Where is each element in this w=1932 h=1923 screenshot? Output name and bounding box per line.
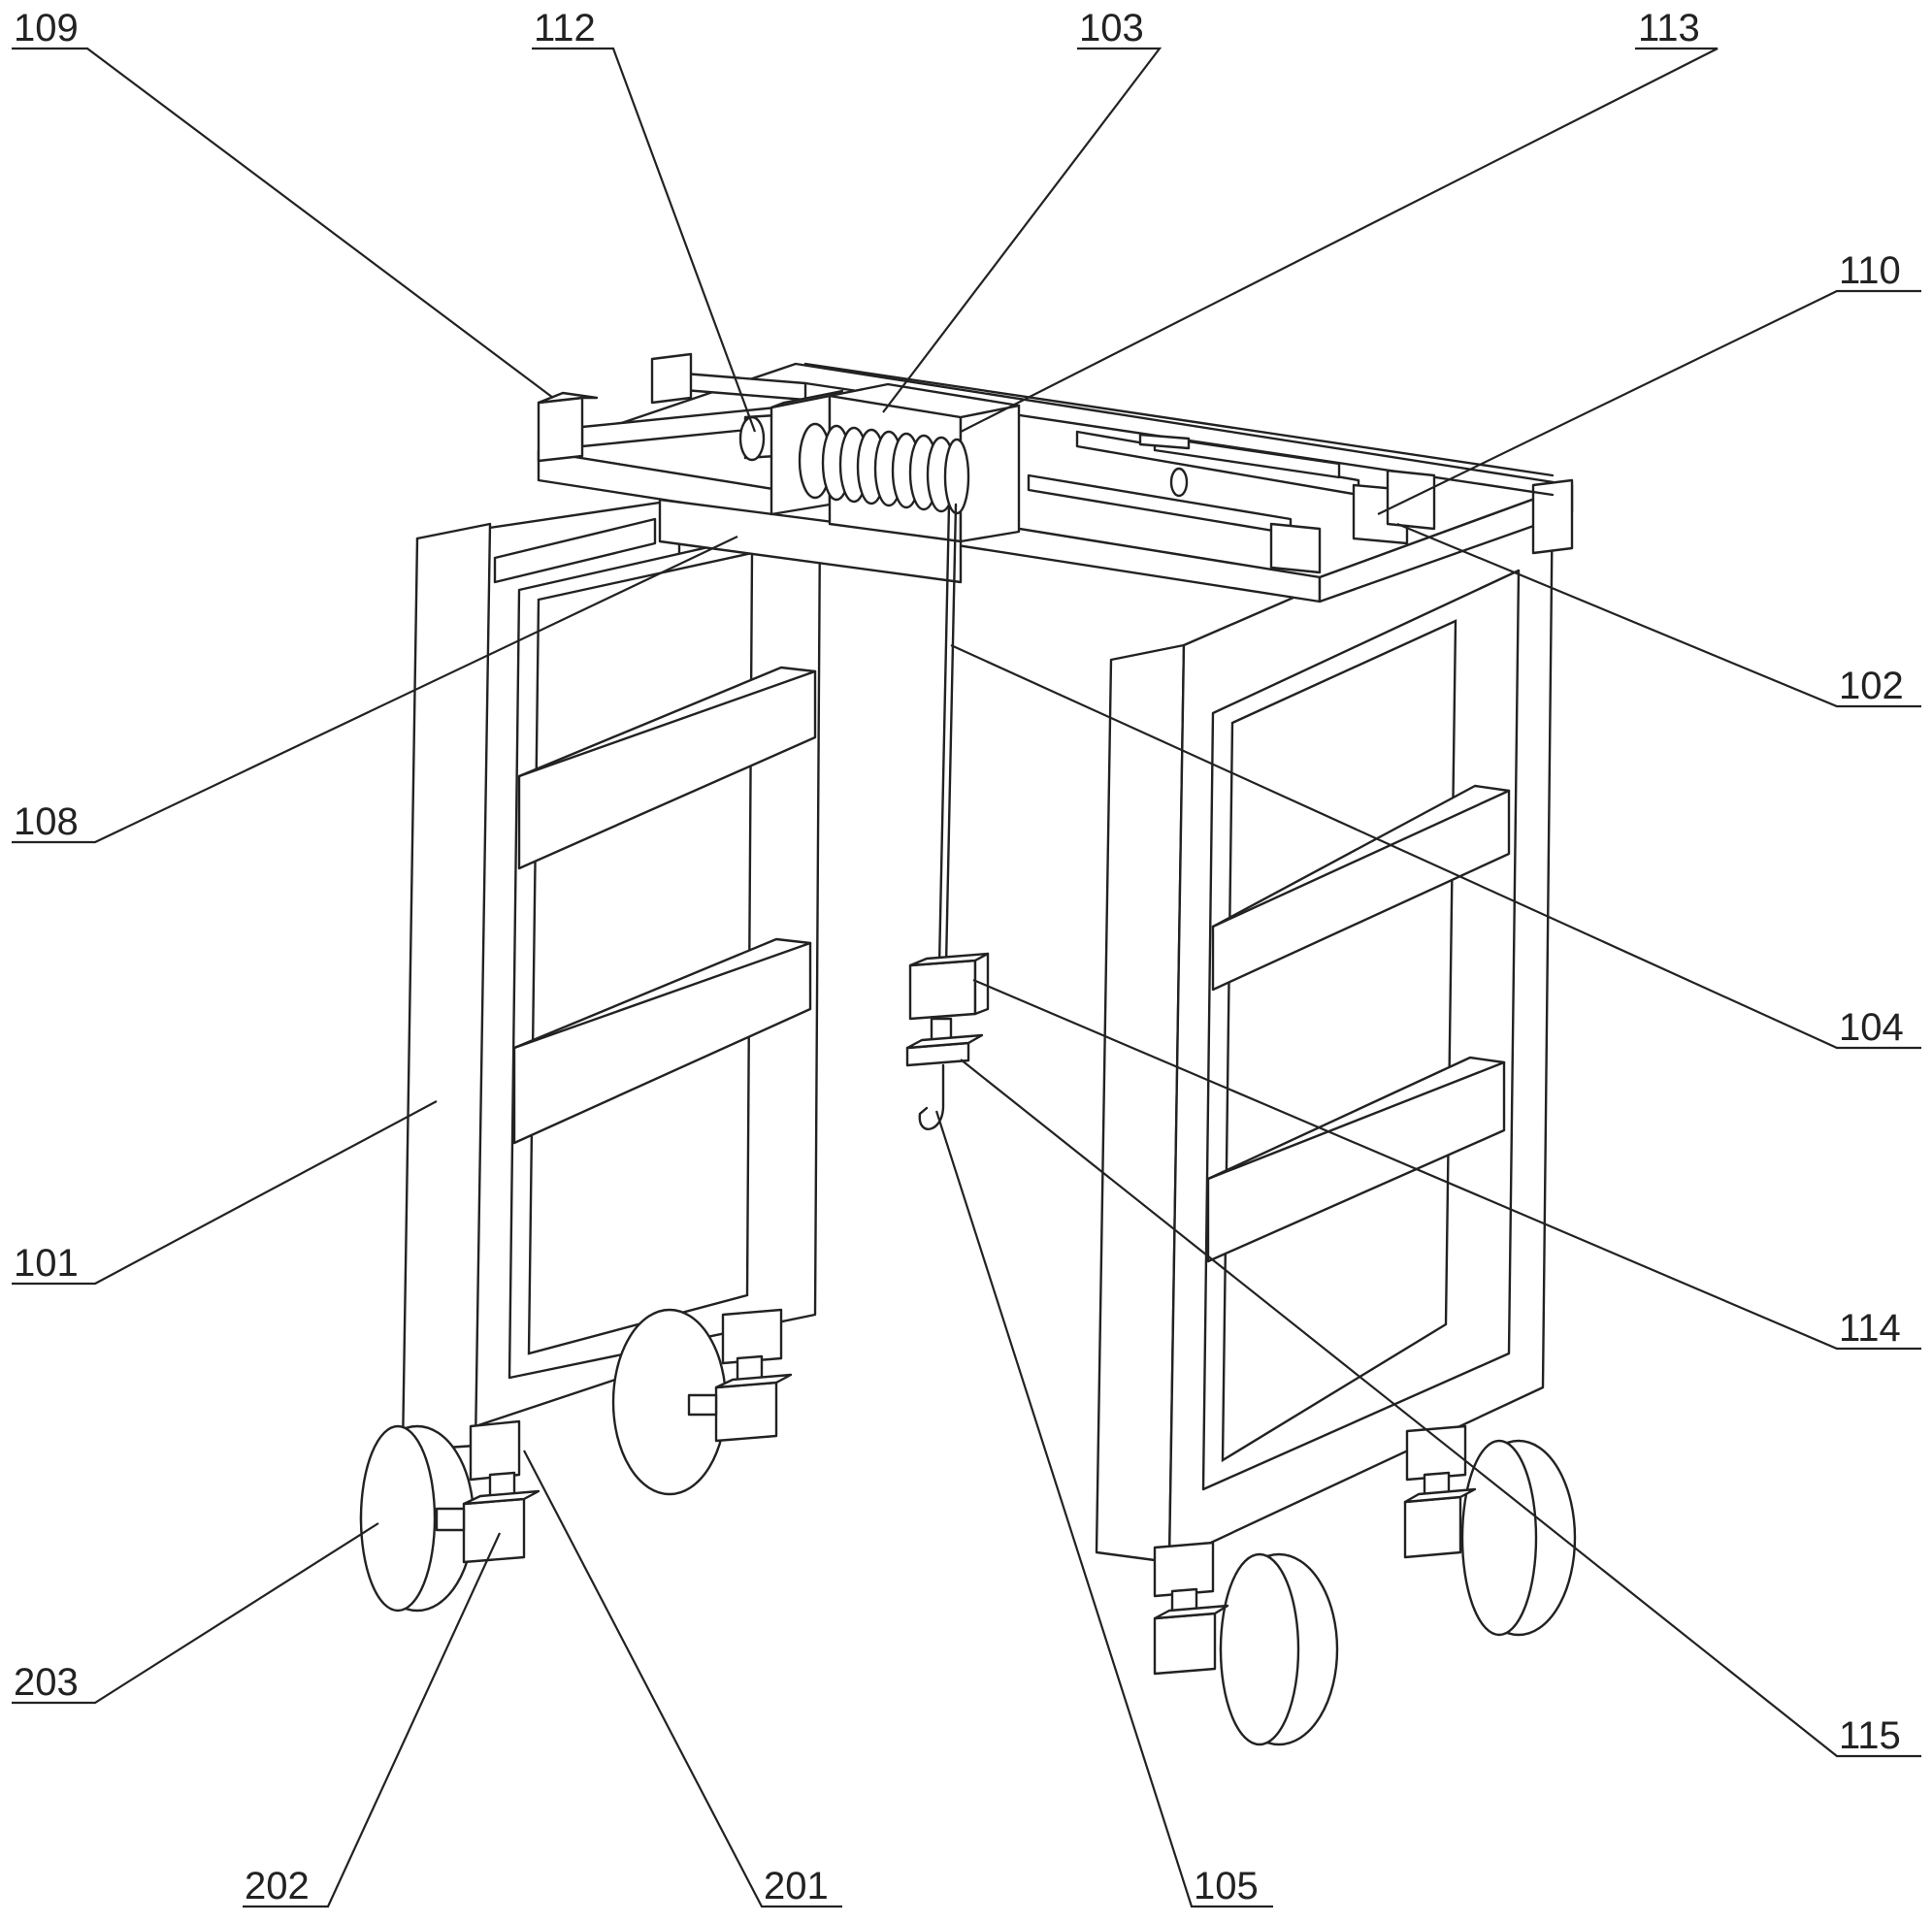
label-108: 108 xyxy=(14,800,79,843)
label-114: 114 xyxy=(1839,1307,1901,1350)
label-202: 202 xyxy=(245,1865,310,1907)
left-crossbars xyxy=(512,666,817,1145)
label-112: 112 xyxy=(534,7,596,49)
right-side-frame xyxy=(1095,483,1555,1564)
label-104: 104 xyxy=(1839,1006,1904,1049)
left-side-frame xyxy=(401,498,822,1452)
wheel-rear-left xyxy=(611,1308,793,1496)
label-203: 203 xyxy=(14,1661,79,1704)
label-201: 201 xyxy=(764,1865,829,1907)
wheel-front-left xyxy=(359,1419,540,1613)
hoist-rope-hook xyxy=(905,503,990,1130)
label-113: 113 xyxy=(1638,7,1700,49)
label-105: 105 xyxy=(1194,1865,1259,1907)
label-102: 102 xyxy=(1839,665,1904,707)
label-110: 110 xyxy=(1839,249,1901,292)
winch-assembly xyxy=(770,382,1021,543)
winch-drum-coils xyxy=(798,422,970,515)
wheel-assemblies xyxy=(359,1308,1577,1746)
label-101: 101 xyxy=(14,1242,79,1285)
wheel-rear-right xyxy=(1403,1424,1577,1637)
wheel-front-right xyxy=(1153,1541,1339,1746)
label-103: 103 xyxy=(1079,7,1144,49)
leader-lines xyxy=(12,47,1921,1908)
label-109: 109 xyxy=(14,7,79,49)
right-crossbars xyxy=(1206,784,1511,1263)
label-115: 115 xyxy=(1839,1714,1901,1757)
reference-numerals: 109 112 103 113 110 102 108 104 101 114 … xyxy=(14,7,1904,1907)
